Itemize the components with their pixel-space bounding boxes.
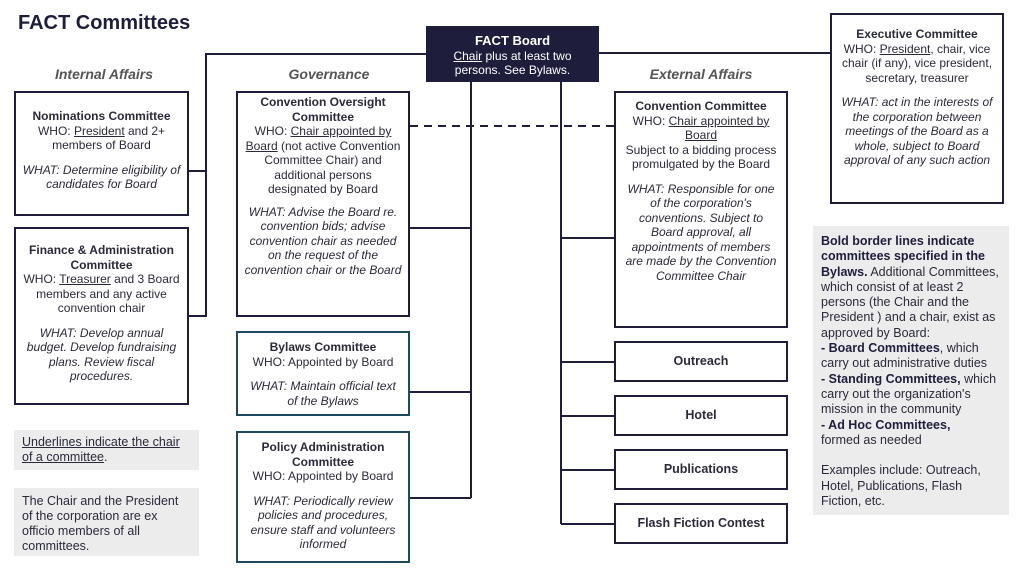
convention-committee-title: Convention Committee	[635, 99, 767, 113]
nominations-who-rest: and 2+ members of Board	[52, 123, 166, 153]
legend-standing-text: which carry out the organization's missi…	[821, 371, 997, 417]
section-governance: Governance	[288, 66, 370, 82]
legend-standing-label: - Standing Committees,	[821, 371, 961, 386]
bylaws-who: WHO: Appointed by Board	[252, 354, 394, 369]
bylaws-committee-title: Bylaws Committee	[269, 340, 377, 354]
finance-committee-box: Finance & Administration Committee WHO: …	[14, 227, 189, 405]
finance-chair: Treasurer	[59, 272, 111, 286]
fact-board-box: FACT Board Chair plus at least two perso…	[426, 26, 599, 82]
legend-examples: Examples include: Outreach, Hotel, Publi…	[821, 463, 981, 509]
convention-who-pre: WHO:	[632, 113, 669, 128]
underlines-note-end: .	[103, 450, 108, 464]
executive-committee-box: Executive Committee WHO: President, chai…	[830, 13, 1004, 204]
oversight-committee-title: Convention Oversight Committee	[260, 95, 386, 124]
legend-board-label: - Board Committees	[821, 341, 940, 356]
bylaws-committee-box: Bylaws Committee WHO: Appointed by Board…	[236, 331, 410, 416]
bylaws-what: WHAT: Maintain official text of the Byla…	[250, 379, 396, 408]
finance-who-pre: WHO:	[23, 272, 60, 286]
legend-board-text: , which carry out administrative duties	[821, 341, 988, 371]
nominations-who-pre: WHO:	[37, 123, 74, 138]
flash-fiction-contest-box: Flash Fiction Contest	[614, 503, 788, 544]
executive-who-pre: WHO:	[843, 41, 880, 56]
underlines-note: Underlines indicate the chair of a commi…	[14, 430, 199, 470]
oversight-what: WHAT: Advise the Board re. convention bi…	[244, 204, 402, 277]
fact-board-title: FACT Board	[474, 33, 551, 48]
section-internal-affairs: Internal Affairs	[54, 66, 154, 82]
underlines-note-link[interactable]: Underlines indicate the chair of a commi…	[22, 435, 180, 464]
convention-chair: Chair appointed by Board	[668, 113, 770, 143]
nominations-committee-title: Nominations Committee	[32, 109, 171, 123]
fact-board-who: Chair plus at least two persons. See Byl…	[453, 49, 571, 78]
executive-what: WHAT: act in the interests of the corpor…	[841, 95, 993, 167]
hotel-committee-box: Hotel	[614, 395, 788, 436]
oversight-who-pre: WHO:	[254, 124, 291, 138]
exofficio-note: The Chair and the President of the corpo…	[14, 488, 199, 556]
finance-who: WHO: Treasurer and 3 Board members and a…	[23, 272, 179, 315]
executive-chair: President	[879, 41, 931, 56]
executive-committee-title: Executive Committee	[856, 27, 978, 41]
outreach-committee-box: Outreach	[614, 341, 788, 382]
convention-who-rest: Subject to a bidding process promulgated…	[625, 142, 777, 172]
fact-board-chair: Chair	[453, 48, 483, 63]
nominations-who: WHO: President and 2+ members of Board	[38, 124, 165, 153]
legend-adhoc-text: formed as needed	[821, 432, 922, 447]
legend-adhoc-label: - Ad Hoc Committees,	[821, 417, 951, 432]
legend-bold-text: Bold border lines indicate committees sp…	[821, 234, 985, 279]
oversight-who: WHO: Chair appointed by Board (not activ…	[246, 124, 401, 196]
policy-committee-title: Policy Administration Committee	[261, 440, 385, 469]
publications-committee-box: Publications	[614, 449, 788, 490]
convention-what: WHAT: Responsible for one of the corpora…	[625, 181, 777, 283]
oversight-who-rest: (not active Convention Committee Chair) …	[264, 138, 401, 197]
legend-intro: Additional Committees, which consist of …	[821, 264, 999, 340]
nominations-committee-box: Nominations Committee WHO: President and…	[14, 91, 189, 216]
oversight-chair: Chair appointed by Board	[245, 124, 392, 153]
executive-who-rest: , chair, vice chair (if any), vice presi…	[841, 41, 993, 85]
page-title: FACT Committees	[18, 12, 191, 34]
fact-board-who-rest: plus at least two persons. See Bylaws.	[454, 48, 572, 78]
convention-committee-box: Convention Committee WHO: Chair appointe…	[614, 91, 788, 328]
nominations-chair: President	[73, 123, 125, 138]
policy-what: WHAT: Periodically review policies and p…	[250, 493, 396, 552]
executive-who: WHO: President, chair, vice chair (if an…	[842, 42, 992, 85]
finance-who-rest: and 3 Board members and any active conve…	[36, 272, 180, 315]
finance-what: WHAT: Develop annual budget. Develop fun…	[26, 325, 177, 384]
policy-who: WHO: Appointed by Board	[252, 469, 394, 483]
line-internal-trunk	[189, 53, 426, 317]
section-external-affairs: External Affairs	[649, 66, 753, 82]
convention-oversight-committee-box: Convention Oversight Committee WHO: Chai…	[236, 91, 410, 317]
legend-panel: Bold border lines indicate committees sp…	[813, 226, 1009, 515]
nominations-what: WHAT: Determine eligibility of candidate…	[22, 162, 181, 192]
finance-committee-title: Finance & Administration Committee	[29, 243, 174, 272]
policy-committee-box: Policy Administration Committee WHO: App…	[236, 431, 410, 563]
